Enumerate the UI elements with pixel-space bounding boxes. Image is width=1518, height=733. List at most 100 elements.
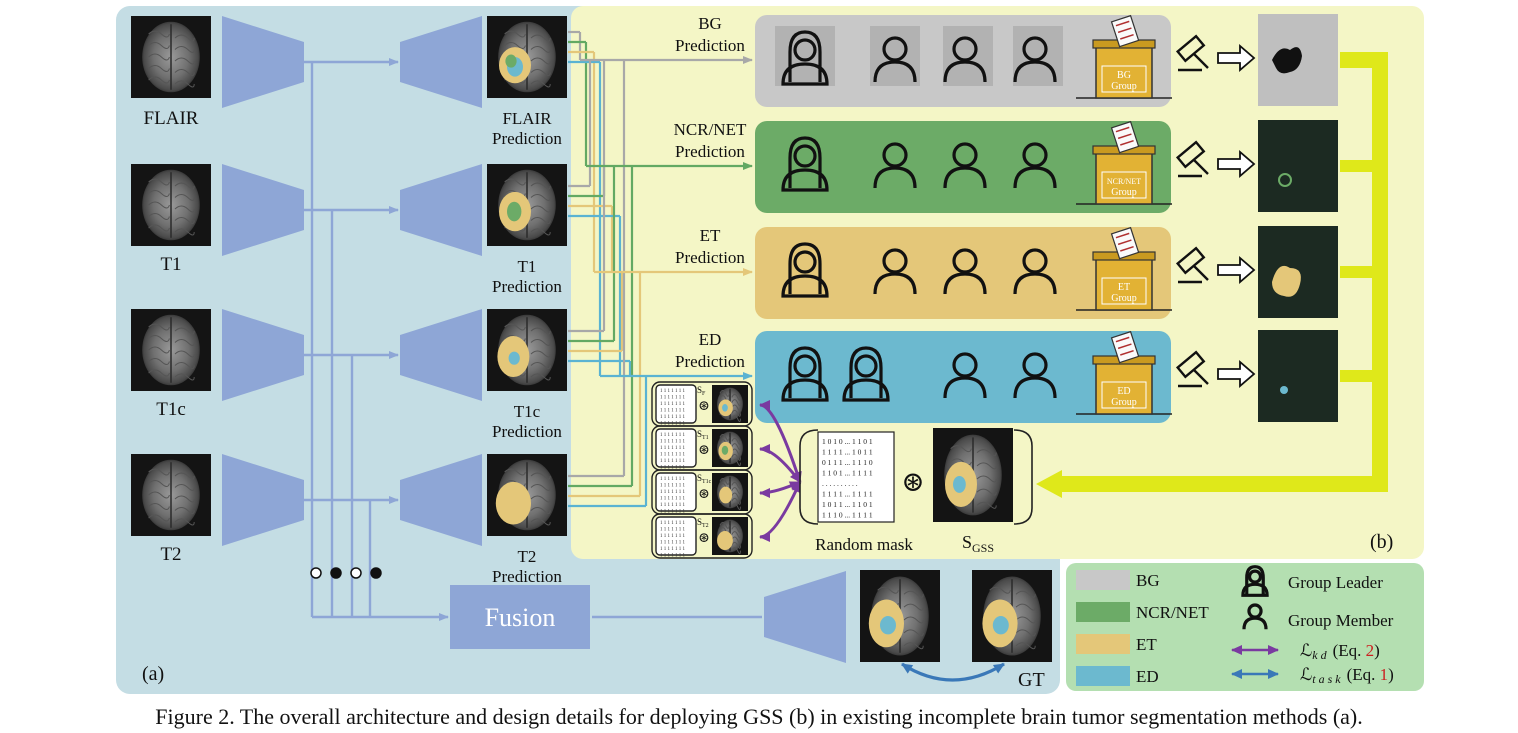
prediction-label: T1c — [514, 402, 541, 421]
brain-gyrus — [719, 433, 730, 441]
brain-gyrus — [174, 46, 195, 54]
fusion-output-scan — [860, 570, 940, 662]
gavel-head-wrap — [1175, 140, 1206, 169]
ballot-label-frame — [1101, 277, 1147, 305]
random-mask-row: 1 1 1 0 ... 1 1 1 1 — [822, 511, 873, 520]
encoder — [222, 454, 304, 546]
feedback-arrowhead — [1036, 470, 1062, 498]
masked-scan — [712, 429, 748, 467]
mask-matrix-row: 1 1 1 1 1 1 1 — [660, 389, 686, 394]
leader-hair — [788, 346, 822, 398]
brain-gyrus — [174, 228, 195, 236]
brain-gyrus — [174, 327, 195, 335]
ballot-label-frame — [1101, 171, 1147, 199]
member-body — [1013, 166, 1057, 189]
brain-gyrus — [174, 194, 195, 202]
prediction-label: FLAIR — [502, 109, 552, 128]
brain-gyrus — [903, 616, 924, 624]
brain-gyrus — [530, 80, 551, 88]
mask-matrix-row: 1 1 1 1 1 1 1 — [660, 396, 686, 401]
mask-matrix-row: 1 1 1 1 1 1 1 — [660, 409, 686, 414]
member-body — [943, 272, 987, 295]
gavel-head-wrap — [1175, 246, 1206, 275]
leader-body — [781, 62, 829, 86]
group-member-icon — [1013, 36, 1057, 83]
member-body — [943, 166, 987, 189]
ballot-paper-line — [1120, 33, 1134, 40]
decoder — [400, 16, 482, 108]
ballot-label-line1: ED — [1117, 386, 1130, 397]
panel-b-label: (b) — [1370, 531, 1393, 553]
hollow-dot — [350, 567, 362, 579]
input-label: T2 — [160, 544, 181, 565]
member-head — [1022, 248, 1048, 274]
tumor-region — [719, 486, 733, 504]
group-leader-icon — [781, 346, 829, 402]
ballot-label-frame — [1101, 381, 1147, 409]
ballot-paper-line — [1120, 245, 1134, 252]
member-head — [952, 248, 978, 274]
brain-gyrus — [530, 350, 551, 358]
prediction-label: Prediction — [492, 277, 562, 296]
mask-matrix-row: 1 1 1 1 1 1 1 — [660, 510, 686, 515]
group-prediction-label: Prediction — [675, 248, 745, 267]
brain-gyrus — [148, 190, 170, 198]
brain-gyrus — [731, 453, 741, 461]
brain-gyrus — [731, 492, 741, 500]
mask-matrix-row: 1 1 1 1 1 1 1 — [660, 490, 686, 495]
random-mask-label: Random mask — [815, 535, 913, 554]
member-head — [1022, 36, 1048, 62]
legend-loss-label: ℒk d(Eq. 2) — [1300, 641, 1380, 662]
decoder — [400, 164, 482, 256]
tumor-region — [722, 404, 728, 412]
leader-head — [793, 250, 817, 274]
ballot-paper-wrap — [1110, 226, 1140, 260]
brain-gyrus — [148, 502, 170, 510]
random-mask-matrix: 1 0 1 0 ... 1 1 0 11 1 1 1 ... 1 0 1 10 … — [817, 431, 895, 523]
brain-gyrus — [1015, 590, 1036, 598]
member-head — [1022, 352, 1048, 378]
brain-gyrus — [174, 472, 195, 480]
hollow-arrow-icon — [1217, 360, 1256, 388]
legend-class-label: ET — [1136, 635, 1157, 654]
mask-matrix — [655, 516, 697, 556]
brain-gyrus — [731, 393, 741, 401]
group-output-map — [1258, 14, 1338, 106]
brain-gyrus — [731, 404, 741, 412]
prediction-scan-t1 — [487, 164, 567, 246]
gavel-handle — [1193, 265, 1209, 281]
group-member-icon — [943, 142, 987, 189]
ballot-paper-line — [1115, 336, 1130, 343]
output-region — [1272, 265, 1301, 297]
kd-loss-arrow — [759, 444, 802, 483]
member-head — [882, 36, 908, 62]
brain-gyrus — [174, 518, 195, 526]
group-member-icon — [1013, 248, 1057, 295]
brain-gyrus — [731, 536, 741, 544]
prediction-label: Prediction — [492, 567, 562, 586]
fusion-label: Fusion — [485, 603, 556, 632]
convolve-symbol: ⊛ — [698, 399, 710, 414]
leader-hair — [788, 136, 822, 188]
brain-gyrus — [148, 212, 170, 220]
brain-gyrus — [174, 34, 195, 42]
brain-gyrus — [530, 34, 551, 42]
ballot-paper-line — [1117, 239, 1132, 246]
legend-swatch-ncr-net — [1076, 602, 1130, 622]
tumor-region — [495, 481, 531, 525]
brain-gyrus — [731, 448, 741, 456]
encoder — [222, 309, 304, 401]
legend-swatch-bg — [1076, 570, 1130, 590]
brain-gyrus — [1015, 629, 1036, 637]
hollow-arrow-icon — [1217, 44, 1256, 72]
brain-gyrus — [148, 323, 170, 331]
mask-score-label: ST2 — [697, 517, 709, 529]
brain-gyrus — [148, 346, 170, 354]
brain-gyrus — [719, 477, 730, 485]
group-prediction-label: Prediction — [675, 36, 745, 55]
brain-gyrus — [976, 488, 997, 496]
mask-matrix-row: 1 1 1 1 1 1 1 — [660, 415, 686, 420]
brain-gyrus — [174, 350, 195, 358]
